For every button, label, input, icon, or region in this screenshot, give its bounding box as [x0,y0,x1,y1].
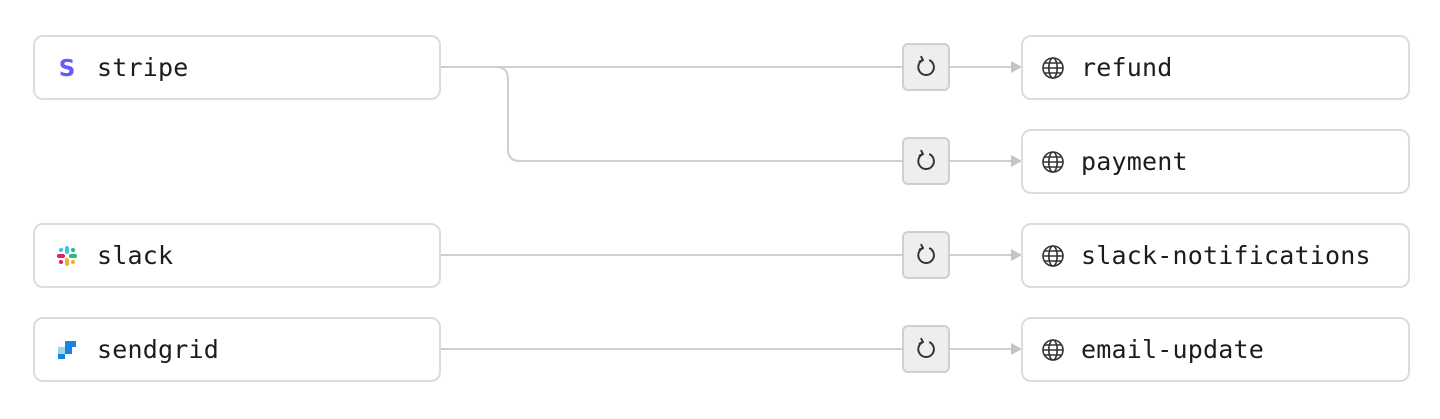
retry-icon [917,149,935,170]
destination-refund[interactable]: refund [1021,35,1410,100]
arrowhead [1011,343,1022,355]
retry-button[interactable] [902,231,950,279]
connector-stripe-payment [441,66,902,162]
svg-text:S: S [59,56,76,80]
retry-icon [917,337,935,358]
destination-payment[interactable]: payment [1021,129,1410,194]
globe-icon [1041,56,1065,80]
source-sendgrid[interactable]: sendgrid [33,317,441,382]
arrowhead [1011,249,1022,261]
source-label: stripe [97,53,189,82]
destination-label: refund [1081,53,1173,82]
source-label: slack [97,241,174,270]
globe-icon [1041,244,1065,268]
globe-icon [1041,150,1065,174]
retry-button[interactable] [902,43,950,91]
retry-icon [917,55,935,76]
retry-button[interactable] [902,137,950,185]
stripe-logo-icon: S [55,56,79,80]
source-slack[interactable]: slack [33,223,441,288]
destination-email-update[interactable]: email-update [1021,317,1410,382]
retry-icon [917,243,935,264]
source-label: sendgrid [97,335,220,364]
sendgrid-logo-icon [55,338,79,362]
arrowhead [1011,61,1022,73]
destination-label: slack-notifications [1081,241,1371,270]
destination-label: email-update [1081,335,1265,364]
destination-label: payment [1081,147,1188,176]
source-stripe[interactable]: S stripe [33,35,441,100]
destination-slack-notifications[interactable]: slack-notifications [1021,223,1410,288]
globe-icon [1041,338,1065,362]
arrowhead [1011,155,1022,167]
slack-logo-icon [55,244,79,268]
retry-button[interactable] [902,325,950,373]
